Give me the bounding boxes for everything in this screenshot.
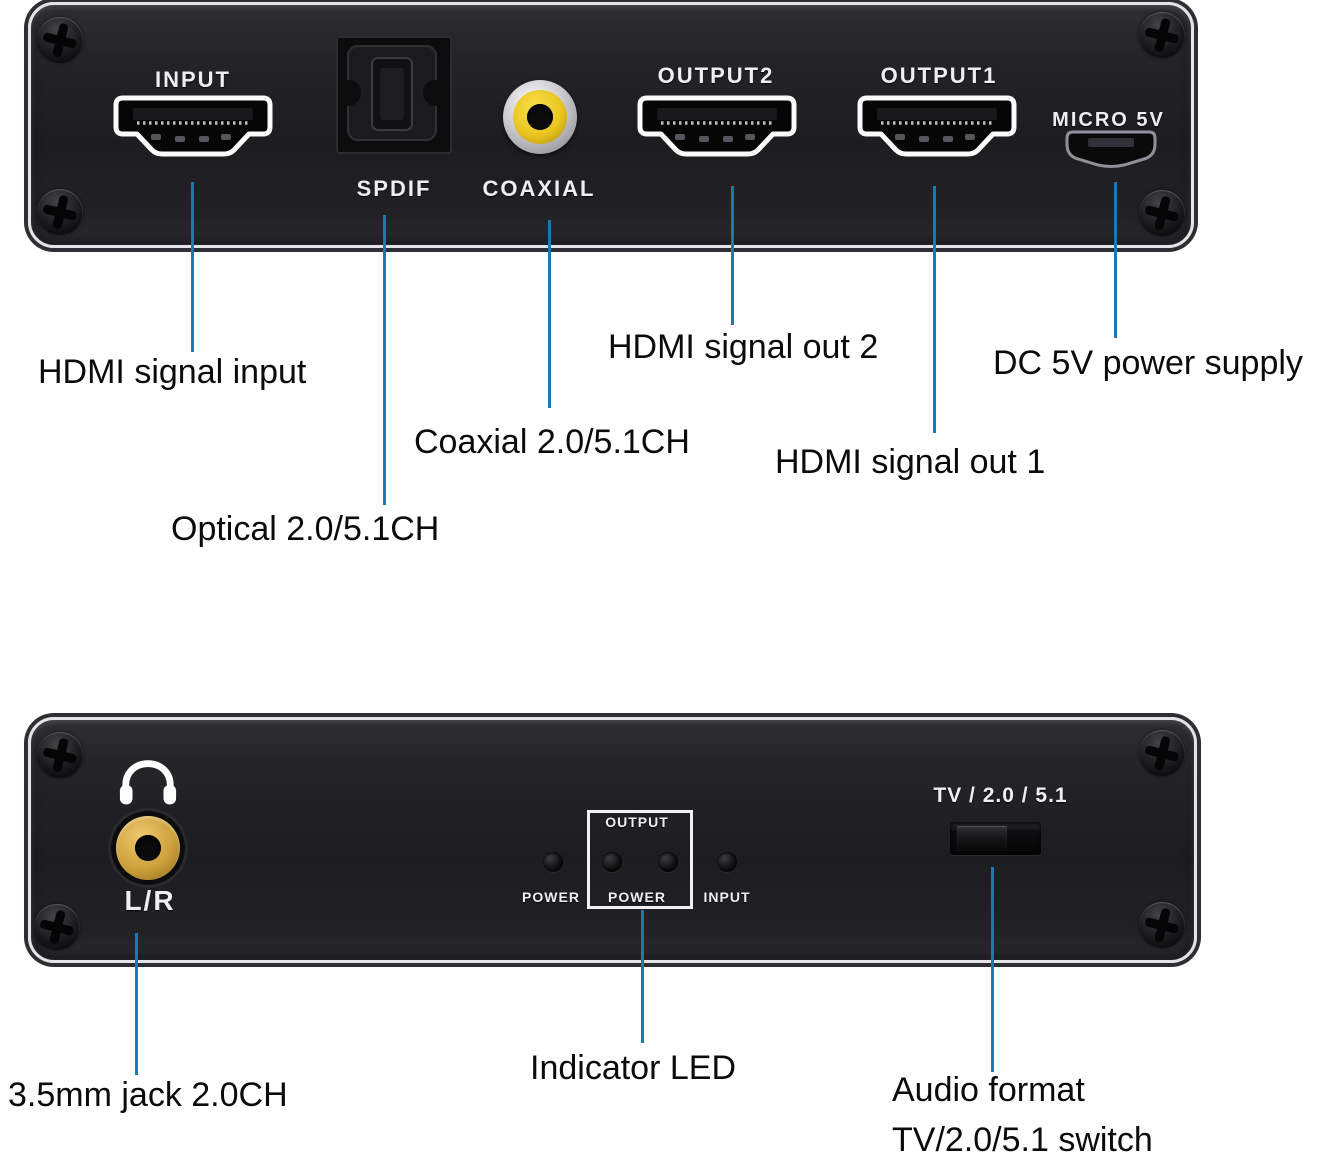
callout-label-jack: 3.5mm jack 2.0CH [8,1076,288,1114]
spdif-optical-port [335,36,452,154]
callout-label-audio-line1: Audio format [892,1071,1085,1109]
callout-label-power: DC 5V power supply [993,344,1303,382]
hdmi-port-output1-icon [857,95,1017,157]
callout-label-coaxial: Coaxial 2.0/5.1CH [414,423,690,461]
jack-lr-label: L/R [124,885,176,916]
power-led [543,852,563,872]
output1-port-label: OUTPUT1 [880,63,998,88]
input-led [717,852,737,872]
callout-line-led [641,910,644,1043]
callout-line-coaxial [548,220,551,408]
callout-label-hdmi-input: HDMI signal input [38,353,307,391]
power-led-label: POWER [522,889,580,905]
output-box-title: OUTPUT [605,814,669,830]
callout-label-optical: Optical 2.0/5.1CH [171,510,440,548]
callout-line-hdmi-input [191,182,194,352]
output-led-box [587,810,693,909]
output2-port-label: OUTPUT2 [657,63,775,88]
callout-line-jack [135,933,138,1075]
format-switch-label: TV / 2.0 / 5.1 [933,784,1068,807]
audio-jack-35mm [116,816,180,880]
input-port-label: INPUT [155,67,231,92]
callout-label-hdmi-out1: HDMI signal out 1 [775,443,1046,481]
hdmi-port-output2-icon [637,95,797,157]
micro-usb-port-label: MICRO 5V [1052,109,1165,131]
callout-line-hdmi-out1 [933,186,936,433]
micro-usb-port-icon [1065,130,1157,168]
callout-label-hdmi-out2: HDMI signal out 2 [608,328,879,366]
audio-jack-hole [135,835,161,861]
coaxial-port-label: COAXIAL [482,176,596,201]
callout-line-switch [991,867,994,1072]
format-switch-knob [957,826,1007,853]
callout-label-led: Indicator LED [530,1049,736,1087]
output1-led [602,852,622,872]
format-switch [950,822,1041,855]
coaxial-port [503,80,577,154]
output-box-power-label: POWER [608,889,666,905]
callout-line-power [1114,182,1117,338]
callout-line-optical [383,215,386,505]
headphone-icon [119,760,177,805]
input-led-label: INPUT [703,889,751,905]
callout-label-audio-line2: TV/2.0/5.1 switch [892,1121,1153,1159]
callout-line-hdmi-out2 [731,186,734,325]
spdif-port-label: SPDIF [356,176,432,201]
output2-led [658,852,678,872]
spdif-port-icon [335,45,449,141]
coaxial-hole [527,104,553,130]
hdmi-port-input-icon [113,95,273,157]
